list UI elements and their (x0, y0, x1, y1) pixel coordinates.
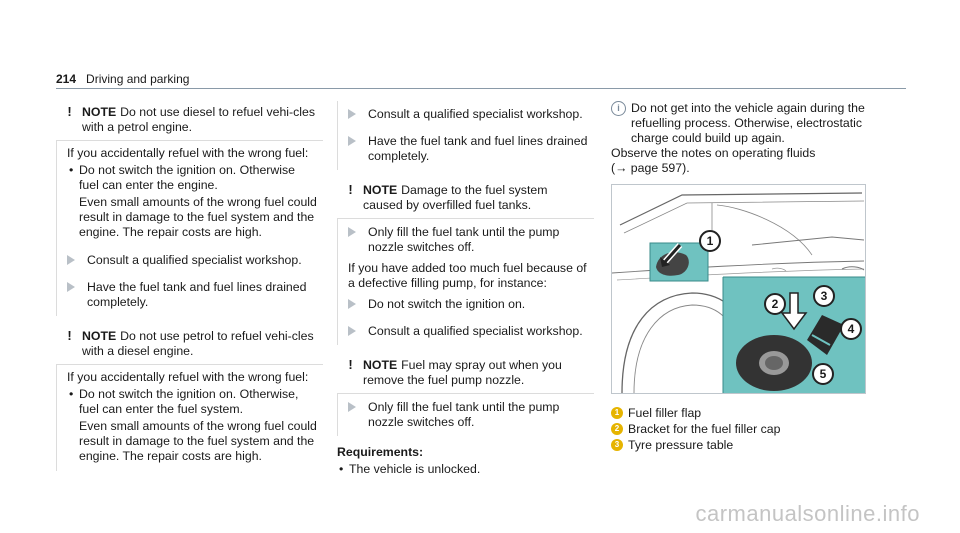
note-body: Only fill the fuel tank until the pump n… (337, 394, 594, 436)
step-item: Have the fuel tank and fuel lines draine… (338, 128, 594, 170)
step-text: Only fill the fuel tank until the pump n… (368, 400, 560, 429)
bullet-item: • Do not switch the ignition on. Otherwis… (67, 387, 317, 417)
info-note: i Do not get into the vehicle again duri… (611, 101, 901, 146)
warning-icon: ! (64, 105, 75, 118)
figure-legend: 1 Fuel filler flap 2 Bracket for the fuel … (611, 406, 901, 454)
bullet-item: • Do not switch the ignition on. Otherwis… (67, 163, 317, 193)
observe-text: Observe the notes on operating fluids (611, 146, 816, 160)
step-item: Only fill the fuel tank until the pump n… (338, 394, 594, 436)
requirements-label: Requirements: (337, 445, 424, 459)
note-label: NOTE (363, 183, 398, 197)
note-body: If you accidentally refuel with the wron… (56, 141, 323, 247)
step-item: Do not switch the ignition on. (338, 291, 594, 318)
fuel-filler-figure: 1 2 3 4 5 (611, 184, 866, 394)
step-arrow-icon (348, 109, 356, 119)
spacer (337, 345, 594, 354)
step-text: Only fill the fuel tank until the pump n… (368, 225, 560, 254)
watermark: carmanualsonline.info (695, 501, 920, 526)
bullet-text: Do not switch the ignition on. Otherwise… (79, 387, 299, 416)
warning-icon: ! (345, 358, 356, 371)
step-text: Consult a qualified specialist workshop. (87, 253, 302, 267)
page-header: 214 Driving and parking (56, 72, 189, 87)
steps-block: Consult a qualified specialist workshop.… (56, 247, 323, 316)
step-item: Only fill the fuel tank until the pump n… (338, 219, 594, 261)
step-arrow-icon (67, 255, 75, 265)
bullet-subtext: Even small amounts of the wrong fuel cou… (79, 419, 317, 463)
note-label: NOTE (363, 358, 398, 372)
warning-icon: ! (345, 183, 356, 196)
legend-text: Bracket for the fuel filler cap (628, 422, 781, 436)
bullet-icon: • (69, 163, 74, 177)
bullet-text: Do not switch the ignition on. Otherwise… (79, 163, 295, 192)
steps-block: Consult a qualified specialist workshop.… (337, 101, 594, 170)
step-arrow-icon (348, 136, 356, 146)
note-text: Do not use petrol to refuel vehi-cles wi… (82, 329, 314, 358)
note-text: Fuel may spray out when you remove the f… (363, 358, 562, 387)
bullet-subtext: Even small amounts of the wrong fuel cou… (79, 195, 317, 239)
step-arrow-icon (348, 227, 356, 237)
note-label: NOTE (82, 329, 117, 343)
legend-number: 2 (611, 423, 623, 435)
callout-5: 5 (812, 363, 834, 385)
step-text: Do not switch the ignition on. (368, 297, 526, 311)
info-text: Do not get into the vehicle again during… (631, 101, 865, 145)
note-body: If you accidentally refuel with the wron… (56, 365, 323, 471)
note-intro: If you have added too much fuel because … (348, 261, 587, 290)
section-title: Driving and parking (86, 72, 190, 86)
step-item: Consult a qualified specialist workshop. (338, 318, 594, 345)
column-2: Consult a qualified specialist workshop.… (337, 101, 594, 477)
note-text: Do not use diesel to refuel vehi-cles wi… (82, 105, 315, 134)
step-text: Have the fuel tank and fuel lines draine… (368, 134, 588, 163)
page-number: 214 (56, 72, 77, 86)
note-text: Damage to the fuel system caused by over… (363, 183, 548, 212)
requirement-text: The vehicle is unlocked. (349, 462, 481, 476)
spacer (337, 170, 594, 179)
legend-number: 3 (611, 439, 623, 451)
column-3: i Do not get into the vehicle again duri… (611, 101, 901, 176)
callout-4: 4 (840, 318, 862, 340)
legend-text: Fuel filler flap (628, 406, 702, 420)
bullet-icon: • (339, 462, 344, 476)
legend-item: 2 Bracket for the fuel filler cap (611, 422, 901, 437)
step-arrow-icon (348, 402, 356, 412)
requirement-item: • The vehicle is unlocked. (337, 462, 594, 477)
legend-text: Tyre pressure table (628, 438, 734, 452)
step-item: Consult a qualified specialist workshop. (57, 247, 323, 274)
step-arrow-icon (348, 326, 356, 336)
step-item: Consult a qualified specialist workshop. (338, 101, 594, 128)
note-body: Only fill the fuel tank until the pump n… (337, 219, 594, 345)
step-text: Have the fuel tank and fuel lines draine… (87, 280, 307, 309)
info-icon: i (611, 101, 626, 116)
callout-3: 3 (813, 285, 835, 307)
bullet-icon: • (69, 387, 74, 401)
legend-item: 3 Tyre pressure table (611, 438, 901, 453)
legend-item: 1 Fuel filler flap (611, 406, 901, 421)
warning-icon: ! (64, 329, 75, 342)
step-arrow-icon (348, 299, 356, 309)
note-label: NOTE (82, 105, 117, 119)
callout-2: 2 (764, 293, 786, 315)
step-text: Consult a qualified specialist workshop. (368, 324, 583, 338)
callout-1: 1 (699, 230, 721, 252)
header-rule (56, 88, 906, 89)
step-arrow-icon (67, 282, 75, 292)
step-text: Consult a qualified specialist workshop. (368, 107, 583, 121)
note-intro: If you accidentally refuel with the wron… (67, 146, 309, 160)
note-intro: If you accidentally refuel with the wron… (67, 370, 309, 384)
page-reference-link[interactable]: (→ page 597). (611, 161, 690, 175)
step-item: Have the fuel tank and fuel lines draine… (57, 274, 323, 316)
legend-number: 1 (611, 407, 623, 419)
spacer (56, 316, 323, 325)
